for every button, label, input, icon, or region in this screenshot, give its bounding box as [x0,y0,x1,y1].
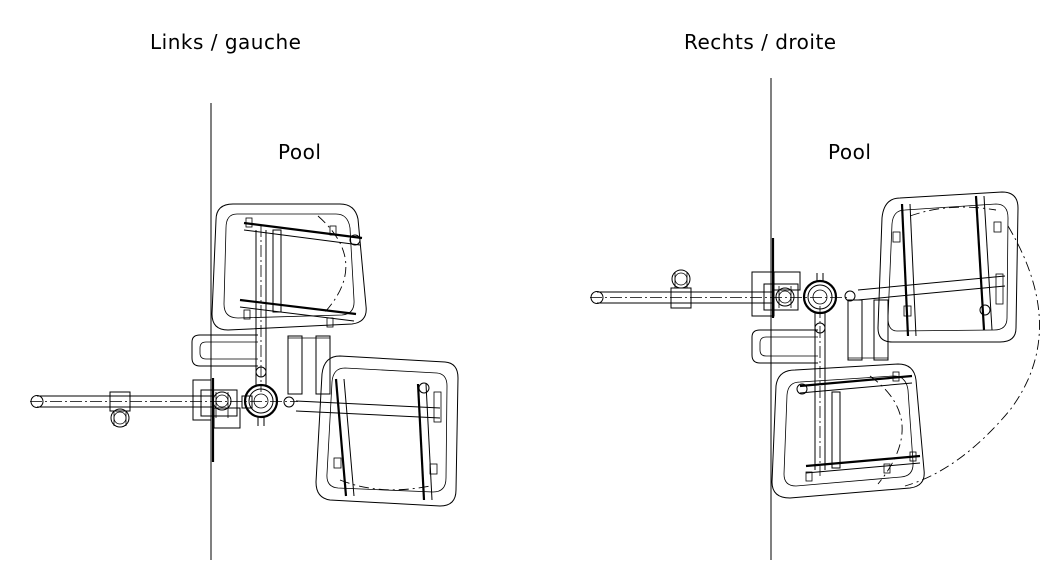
right-pool-label: Pool [828,140,871,164]
left-title: Links / gauche [150,30,301,54]
left-risers [255,225,331,395]
right-wall-fitting [751,271,801,317]
right-upper-jet [857,191,1019,343]
left-upper-jet [211,203,367,331]
left-valve [109,391,131,428]
left-inlet-pipe [30,395,298,408]
right-title: Rechts / droite [684,30,837,54]
left-wall-fitting [192,379,241,429]
right-swing-arc [904,225,1040,487]
left-lower-jet [295,355,459,507]
right-variant: Rechts / droite Pool [590,30,1040,560]
right-valve [670,269,692,309]
right-hub [802,273,856,315]
left-variant: Links / gauche Pool [30,30,459,560]
left-pool-label: Pool [278,140,321,164]
right-inlet-pipe [590,291,850,304]
left-loop-pipe [191,334,258,367]
right-lower-jet [771,363,925,499]
right-loop-pipe [751,329,818,364]
left-hub [241,383,295,426]
